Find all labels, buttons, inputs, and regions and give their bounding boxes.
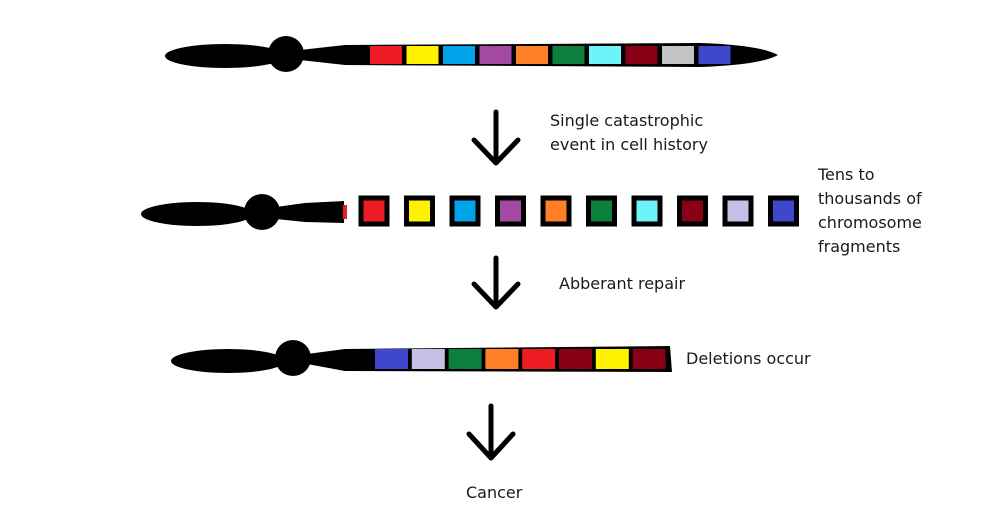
chromosome-fragment-green [586,195,617,227]
gene-block-green [552,46,585,64]
gene-block-purple [479,46,512,64]
centromere [275,340,311,376]
gene-block-cyan [589,46,621,64]
chromosome-short-arm [165,44,285,68]
chromosome-fragment-royal [768,195,799,227]
gene-block-yellow [406,46,439,64]
chromosome-fragment-red [358,195,390,227]
gene-block-royal [698,46,731,64]
gene-block-red [522,349,556,369]
down-arrow-1 [471,109,521,166]
chromosome-shattered [141,194,799,230]
label-aberrant-repair: Abberant repair [559,274,686,293]
label-line: Tens to [818,165,875,184]
down-arrow-2 [471,255,521,310]
gene-block-orange [485,349,519,369]
gene-block-lavender [411,349,445,369]
chromosome-short-arm [141,202,253,226]
centromere [268,36,304,72]
label-line: chromosome [818,213,922,232]
gene-block-gray [662,46,694,64]
chromosome-fragment-orange [540,195,572,227]
label-line: Single catastrophic [550,111,704,130]
label-fragments: Tens to thousands of chromosome fragment… [818,163,922,259]
chromosome-original [165,36,778,72]
gene-block-maroon [559,349,592,369]
chromosome-fragment-yellow [404,195,435,227]
chromosome-fragment-blue [449,195,481,227]
gene-block-row-original [370,46,731,64]
centromere [244,194,280,230]
gene-block-yellow [595,349,629,369]
gene-block-green [448,349,482,369]
gene-block-row-repaired [375,349,666,369]
down-arrow-3 [466,403,516,461]
label-line: event in cell history [550,135,708,154]
chromosome-fragment-maroon [677,195,708,227]
chromosome-fragment-lavender [722,195,754,227]
chromosome-short-arm [171,349,285,373]
label-cancer: Cancer [466,483,523,502]
gene-block-maroon [625,46,658,64]
label-deletions: Deletions occur [686,349,811,368]
gene-block-red [370,46,402,64]
gene-block-maroon [632,349,666,369]
chromosome-fragment-row [358,195,799,227]
chromosome-stub-arm [276,201,344,223]
label-catastrophic-event: Single catastrophic event in cell histor… [550,109,708,157]
chromosome-fragment-cyan [631,195,663,227]
chromosome-fragment-purple [495,195,526,227]
gene-block-orange [516,46,548,64]
gene-block-blue [443,46,475,64]
label-line: thousands of [818,189,922,208]
broken-end-fragment [343,205,347,219]
gene-block-royal [375,349,408,369]
label-line: fragments [818,237,901,256]
chromosome-repaired [171,340,672,376]
